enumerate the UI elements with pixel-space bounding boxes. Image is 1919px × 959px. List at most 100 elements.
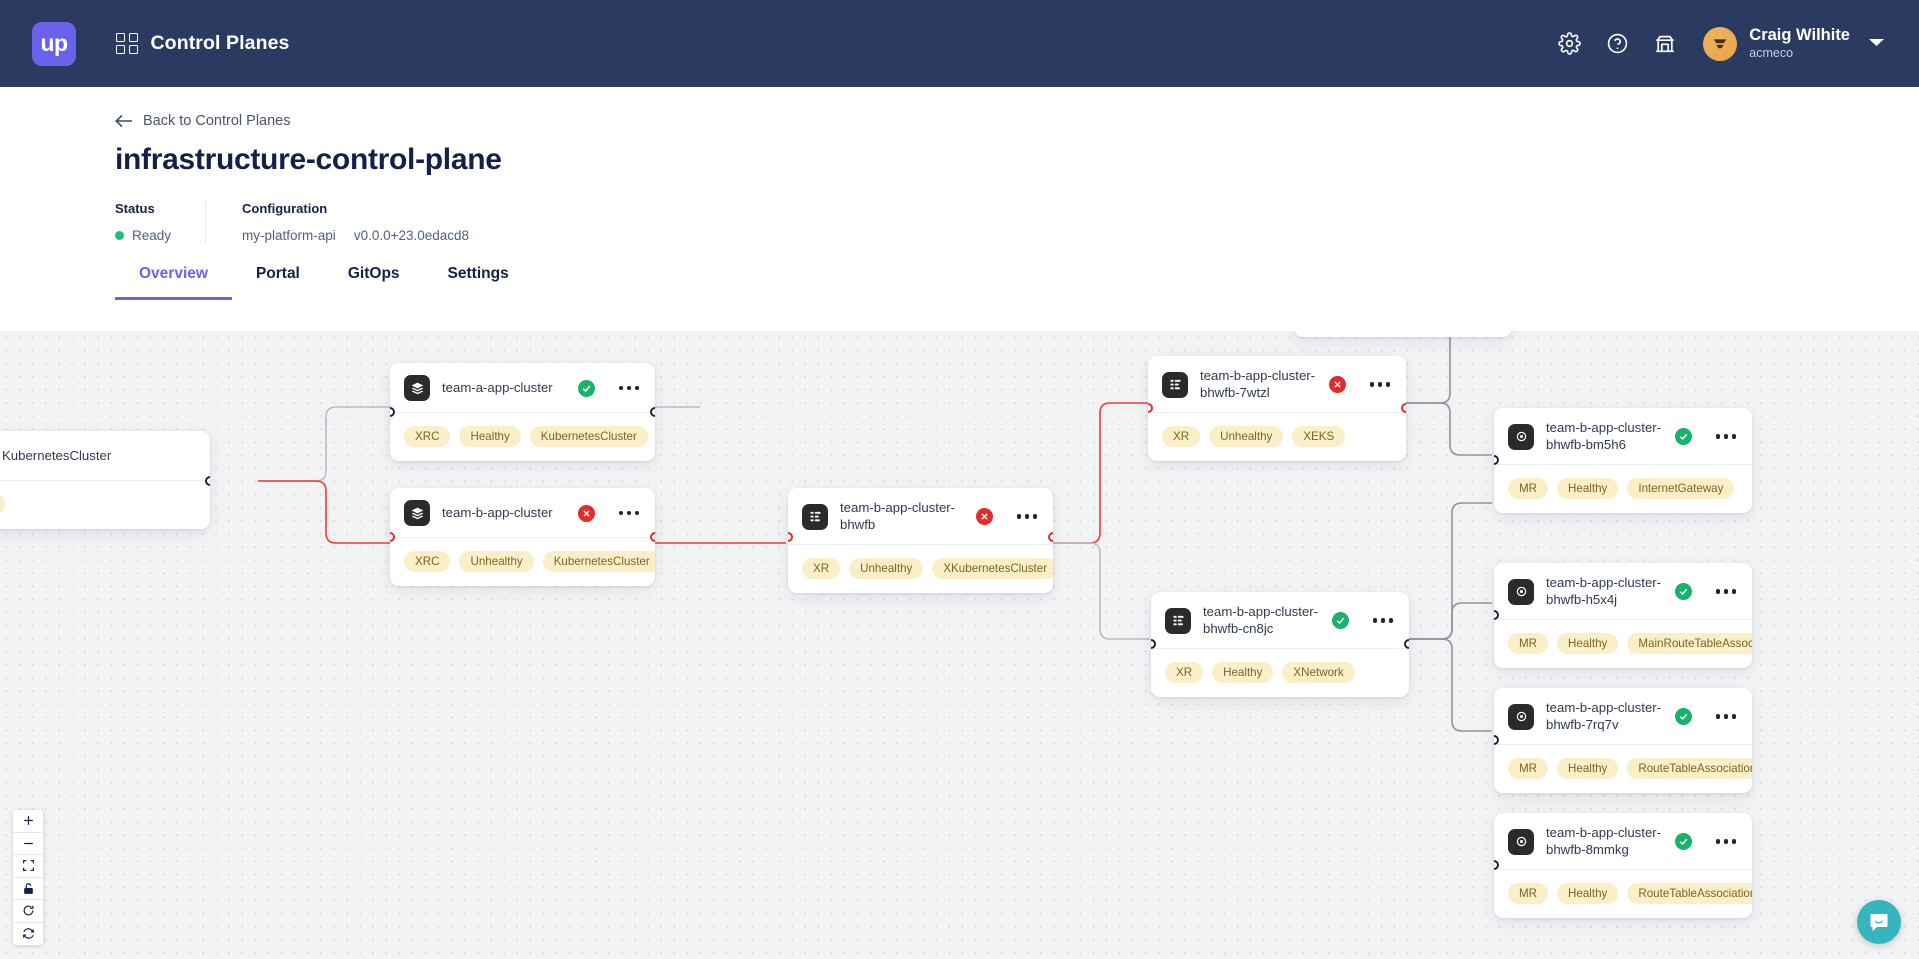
node-divider: [1148, 412, 1406, 414]
node-handle-right[interactable]: [650, 407, 655, 417]
node-tag: KubernetesCluster: [542, 551, 655, 572]
avatar[interactable]: [1703, 26, 1738, 61]
sync-icon[interactable]: [13, 923, 43, 946]
node-divider: [1494, 869, 1752, 871]
node-menu-button[interactable]: [1372, 618, 1393, 623]
tab-overview[interactable]: Overview: [115, 265, 232, 300]
node-handle-left[interactable]: [390, 407, 395, 417]
node-partial-top[interactable]: [1294, 331, 1512, 337]
arrow-left-icon: [115, 114, 132, 128]
tab-settings[interactable]: Settings: [424, 265, 533, 300]
node-handle-right[interactable]: [650, 532, 655, 542]
nav-right-actions: Craig Wilhite acmeco: [1545, 20, 1891, 68]
node-handle-left[interactable]: [390, 532, 395, 542]
resource-icon: [1162, 371, 1188, 398]
node-divider: [1151, 648, 1409, 650]
status-healthy-icon: [577, 379, 595, 397]
node-menu-button[interactable]: [618, 510, 639, 516]
zoom-in-button[interactable]: [13, 810, 43, 833]
managed-resource-icon: [1508, 703, 1534, 730]
managed-resource-icon: [1508, 828, 1534, 855]
page-meta: Status Ready Configuration my-platform-a…: [115, 201, 1919, 243]
node-menu-button[interactable]: [1715, 589, 1736, 594]
node-handle-right[interactable]: [205, 476, 210, 486]
node-tag: XR: [802, 558, 841, 580]
canvas-controls: [13, 810, 43, 945]
node-handle-left[interactable]: [1494, 610, 1499, 620]
node-team-b-app-cluster-bhwfb-bm5h6[interactable]: team-b-app-cluster-bhwfb-bm5h6 MR Health…: [1494, 408, 1752, 514]
zoom-out-button[interactable]: [13, 833, 43, 855]
page-header: Back to Control Planes infrastructure-co…: [0, 87, 1919, 243]
chevron-down-icon[interactable]: [1868, 35, 1885, 53]
node-team-b-app-cluster-bhwfb-cn8jc[interactable]: team-b-app-cluster-bhwfb-cn8jc XR Health…: [1151, 592, 1409, 698]
node-menu-button[interactable]: [1369, 382, 1390, 387]
node-team-b-app-cluster-bhwfb-7wtzl[interactable]: team-b-app-cluster-bhwfb-7wtzl XR Unheal…: [1148, 356, 1406, 462]
managed-resource-icon: [1508, 423, 1534, 450]
upbound-logo[interactable]: up: [32, 21, 76, 66]
node-tag: MR: [1508, 883, 1549, 905]
node-handle-left[interactable]: [1494, 735, 1499, 745]
status-healthy-icon: [1331, 612, 1349, 630]
fit-view-icon[interactable]: [13, 855, 43, 878]
nav-title: Control Planes: [150, 32, 290, 54]
tab-settings-label: Settings: [447, 265, 509, 282]
node-team-b-app-cluster-bhwfb-7rq7v[interactable]: team-b-app-cluster-bhwfb-7rq7v MR Health…: [1494, 688, 1752, 794]
node-handle-right[interactable]: [1404, 639, 1409, 649]
node-team-a-app-cluster[interactable]: team-a-app-cluster XRC Healthy Kubernete…: [390, 363, 655, 461]
node-tag: XR: [1165, 662, 1204, 684]
node-tag: Unhealthy: [459, 551, 534, 572]
node-divider: [788, 544, 1053, 546]
node-divider: [1494, 744, 1752, 746]
node-handle-left[interactable]: [1148, 403, 1153, 413]
node-label: team-b-app-cluster-bhwfb-bm5h6: [1546, 420, 1662, 452]
marketplace-icon[interactable]: [1641, 20, 1689, 68]
node-handle-right[interactable]: [1048, 532, 1053, 542]
node-handle-left[interactable]: [1494, 860, 1499, 870]
lock-icon[interactable]: [13, 878, 43, 900]
node-label: team-b-app-cluster-bhwfb-7wtzl: [1200, 368, 1316, 400]
chat-bubble-icon[interactable]: [1857, 900, 1901, 944]
node-tag: Unhealthy: [849, 558, 924, 580]
node-handle-left[interactable]: [1151, 639, 1156, 649]
status-unhealthy-icon: [975, 508, 993, 526]
node-tag: Healthy: [1557, 758, 1619, 780]
status-unhealthy-icon: [577, 504, 595, 522]
gear-icon[interactable]: [1545, 20, 1593, 68]
node-menu-button[interactable]: [1016, 514, 1037, 519]
tab-gitops[interactable]: GitOps: [324, 265, 424, 300]
node-tag: Healthy: [1557, 883, 1619, 905]
nav-control-planes[interactable]: Control Planes: [116, 32, 290, 55]
node-team-b-app-cluster-bhwfb-8mmkg[interactable]: team-b-app-cluster-bhwfb-8mmkg MR Health…: [1494, 813, 1752, 919]
help-icon[interactable]: [1593, 20, 1641, 68]
reset-icon[interactable]: [13, 900, 43, 923]
node-menu-button[interactable]: [1715, 434, 1736, 439]
back-to-control-planes-link[interactable]: Back to Control Planes: [115, 113, 291, 129]
node-tag: API: [0, 494, 5, 515]
node-handle-right[interactable]: [1401, 403, 1406, 413]
node-menu-button[interactable]: [618, 385, 639, 391]
back-link-label: Back to Control Planes: [143, 113, 291, 129]
node-team-b-app-cluster-bhwfb-h5x4j[interactable]: team-b-app-cluster-bhwfb-h5x4j MR Health…: [1494, 563, 1752, 669]
node-tag: Healthy: [459, 426, 521, 447]
node-team-b-app-cluster[interactable]: team-b-app-cluster XRC Unhealthy Kuberne…: [390, 488, 655, 586]
node-kubernetescluster[interactable]: K KubernetesCluster API: [0, 431, 210, 529]
node-tag: XRC: [404, 426, 451, 447]
node-handle-left[interactable]: [1494, 455, 1499, 465]
node-handle-left[interactable]: [788, 532, 793, 542]
node-tag: XEKS: [1292, 426, 1346, 448]
tab-portal[interactable]: Portal: [232, 265, 324, 300]
status-label: Status: [115, 201, 155, 216]
status-unhealthy-icon: [1328, 376, 1346, 394]
tab-portal-label: Portal: [255, 265, 300, 282]
node-menu-button[interactable]: [1715, 839, 1736, 844]
resource-icon: [802, 503, 828, 530]
node-label: team-a-app-cluster: [442, 379, 553, 395]
resource-graph-canvas[interactable]: K KubernetesCluster API team-a-app-clust…: [0, 331, 1919, 959]
user-menu[interactable]: Craig Wilhite acmeco: [1749, 26, 1850, 60]
graph-edges: [258, 331, 1492, 732]
node-tag: Healthy: [1212, 662, 1274, 684]
node-divider: [0, 480, 210, 481]
node-label: team-b-app-cluster: [442, 504, 553, 520]
node-team-b-app-cluster-bhwfb[interactable]: team-b-app-cluster-bhwfb XR Unhealthy XK…: [788, 488, 1053, 594]
node-menu-button[interactable]: [1715, 714, 1736, 719]
